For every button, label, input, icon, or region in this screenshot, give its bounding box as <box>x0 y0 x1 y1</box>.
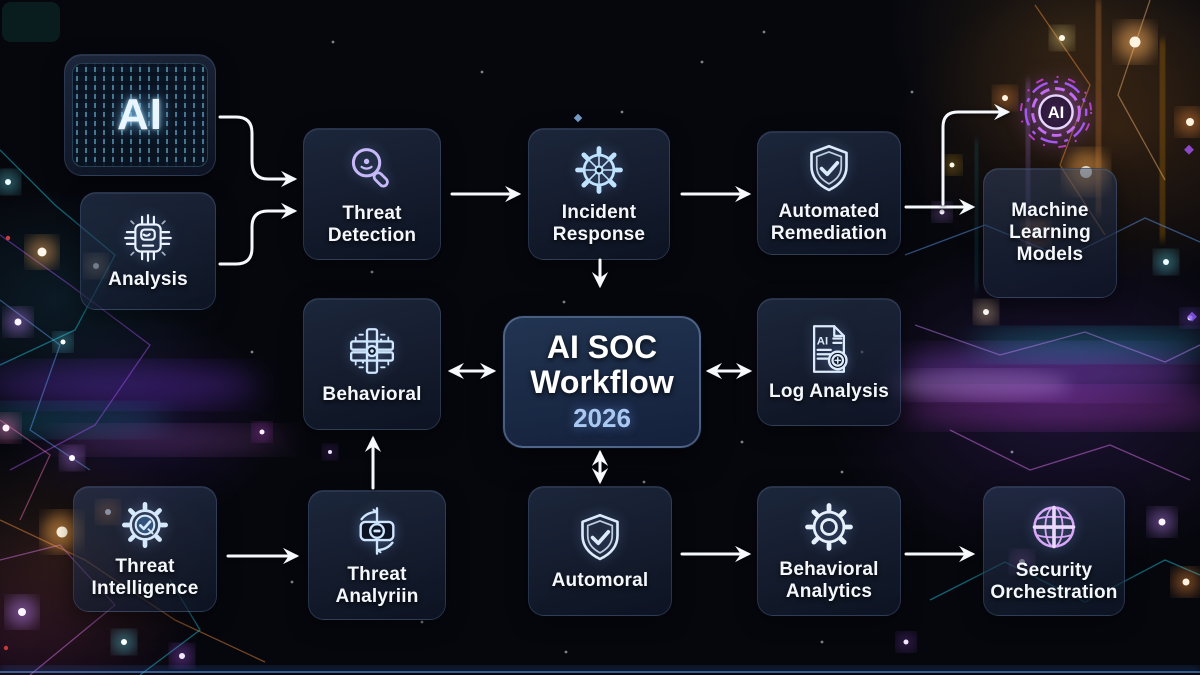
center-title: AI SOC Workflow <box>530 328 674 400</box>
node-behavioral-analytics: Behavioral Analytics <box>757 486 901 616</box>
node-threat-intelligence: Threat Intelligence <box>73 486 217 612</box>
node-analysis: Analysis <box>80 192 216 310</box>
center-year: 2026 <box>573 403 631 434</box>
ai-panel-label: AI <box>117 90 163 139</box>
gear-check-icon <box>118 498 172 552</box>
node-label: Machine Learning Models <box>1009 199 1091 266</box>
node-label: Behavioral <box>322 383 422 405</box>
node-label: Log Analysis <box>769 380 889 402</box>
camera-crosshair-icon <box>348 502 406 560</box>
node-label: Security Orchestration <box>990 559 1118 603</box>
arrow-automated-remediation-to-ai-badge <box>941 103 1011 206</box>
node-ai-source: AI <box>64 54 216 176</box>
magnifier-eye-icon <box>343 141 401 199</box>
ai-document-icon: AI <box>801 321 857 377</box>
arrow-ai-to-threat-detection <box>218 115 298 188</box>
node-log-analysis: AI Log Analysis <box>757 298 901 426</box>
node-label: Threat Detection <box>327 202 417 246</box>
node-threat-analysis: Threat Analyriin <box>308 490 446 620</box>
node-automoral: Automoral <box>528 486 672 616</box>
gear-wheel-icon <box>571 142 627 198</box>
node-label: Threat Intelligence <box>91 555 199 599</box>
node-label: Incident Response <box>552 201 646 245</box>
node-label: Threat Analyriin <box>335 563 419 607</box>
node-label: Behavioral Analytics <box>779 558 879 602</box>
node-machine-learning-models: Machine Learning Models <box>983 168 1117 298</box>
ai-circle-badge-icon: AI <box>1017 73 1095 151</box>
badge-label: AI <box>1048 103 1065 122</box>
arrow-analysis-to-threat-detection <box>218 202 298 266</box>
circuit-cross-icon <box>343 322 401 380</box>
node-ai-soc-workflow: AI SOC Workflow 2026 <box>503 316 701 448</box>
cog-icon <box>801 499 857 555</box>
ai-data-panel-icon: AI <box>72 63 208 167</box>
node-label: Automated Remediation <box>770 200 888 244</box>
globe-quadrant-icon <box>1025 498 1083 556</box>
node-label: Automoral <box>551 569 649 591</box>
node-label: Analysis <box>108 268 188 290</box>
chip-analysis-icon <box>121 211 175 265</box>
node-behavioral: Behavioral <box>303 298 441 430</box>
node-threat-detection: Threat Detection <box>303 128 441 260</box>
node-automated-remediation: Automated Remediation <box>757 131 901 255</box>
doc-ai-text: AI <box>817 336 828 348</box>
node-security-orchestration: Security Orchestration <box>983 486 1125 616</box>
